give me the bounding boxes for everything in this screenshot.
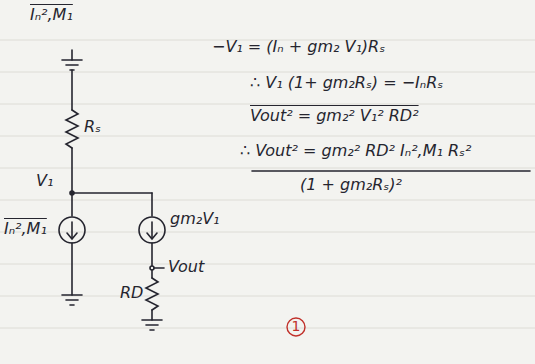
equation: −V₁ = (Iₙ + gm₂ V₁)Rₛ <box>212 38 385 56</box>
equation: ∴ Vout² = gm₂² RD² Iₙ²,M₁ Rₛ² <box>240 142 471 160</box>
equation: Vout² = gm₂² V₁² RD² <box>250 107 419 125</box>
ruled-lines <box>0 40 535 328</box>
equation-denominator: (1 + gm₂Rₛ)² <box>300 176 402 194</box>
resistor-label: Rₛ <box>84 118 101 136</box>
output-label: Vout <box>168 258 204 276</box>
current-source-label: gm₂V₁ <box>170 210 220 228</box>
resistor-label: RD <box>120 284 143 302</box>
callout-number: 1 <box>292 319 301 334</box>
callout-circle <box>287 318 305 336</box>
noise-heading: Iₙ²,M₁ <box>30 6 73 24</box>
node-label: V₁ <box>36 172 53 190</box>
equation: ∴ V₁ (1+ gm₂Rₛ) = −IₙRₛ <box>250 74 443 92</box>
schematic <box>59 50 530 330</box>
current-source-label: Iₙ²,M₁ <box>4 220 47 238</box>
